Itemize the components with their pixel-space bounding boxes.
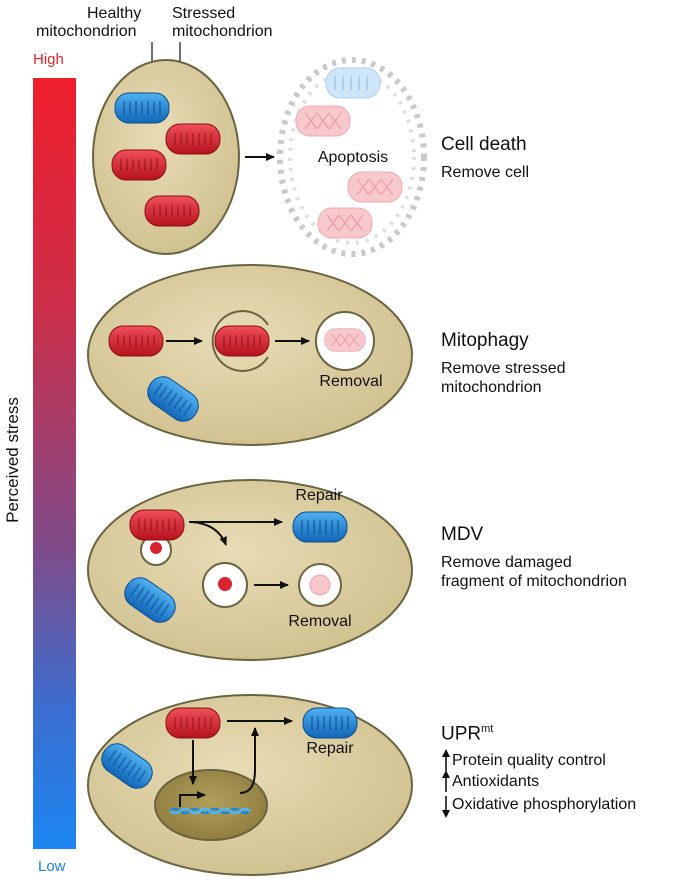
apoptotic-cell [277,57,427,257]
repaired-mitochondrion-upr [302,707,358,739]
stressed-mitochondrion-1b [111,149,167,181]
engulfed-mitochondrion [214,325,270,357]
transcription-output-arrow [239,727,259,794]
removal-label-mitophagy: Removal [319,373,382,390]
scale-low-label: Low [38,858,66,875]
transcription-start-arrow [179,791,206,807]
healthy-label-line2: mitochondrion [36,23,137,40]
mdv-desc-line2: fragment of mitochondrion [441,573,627,590]
cell-death-title: Cell death [441,134,527,155]
effect-oxphos: Oxidative phosphorylation [452,796,637,813]
healthy-mitochondrion-1 [114,92,170,124]
healthy-label-line1: Healthy [87,5,142,22]
down-arrow-icon [442,796,450,818]
stress-gradient-bar [33,78,76,849]
apoptosis-label: Apoptosis [318,149,388,166]
mdv-title: MDV [441,524,484,545]
mitophagy-title: Mitophagy [441,330,529,351]
cell-panel-3 [87,479,413,661]
uprmt-title: UPRmt [441,718,493,745]
stressed-mitochondrion-2 [108,325,164,357]
repaired-mitochondrion-mdv [292,511,348,543]
repair-label-mdv: Repair [295,487,343,504]
phagophore-membrane [211,310,269,372]
cell-death-desc: Remove cell [441,164,530,181]
nucleus [154,769,268,841]
removal-label-mdv: Removal [288,613,351,630]
mitophagy-desc-line1: Remove stressed [441,360,566,377]
stressed-mitochondrion-1c [144,195,200,227]
mdv-bud-arrow [191,521,227,546]
degraded-fragment [309,574,331,596]
stressed-mitochondrion-4 [165,707,221,739]
stressed-label-line2: mitochondrion [172,23,273,40]
stressed-mitochondrion-1a [165,123,221,155]
degraded-mitochondrion [324,328,366,352]
uprmt-title-main: UPR [441,723,482,745]
up-arrow-icon [442,770,450,792]
up-arrow-icon [442,749,450,771]
stressed-label-line1: Stressed [172,5,236,22]
uprmt-title-sup: mt [481,723,494,735]
effect-protein-quality: Protein quality control [452,752,606,769]
mdv-cargo [218,577,232,591]
mdv-desc-line1: Remove damaged [441,554,572,571]
dna-helix [169,807,251,815]
scale-high-label: High [33,51,64,68]
effect-antioxidants: Antioxidants [452,773,540,790]
budding-mitochondrion [129,509,185,566]
mitophagy-desc-line2: mitochondrion [441,379,542,396]
repair-label-upr: Repair [306,740,354,757]
